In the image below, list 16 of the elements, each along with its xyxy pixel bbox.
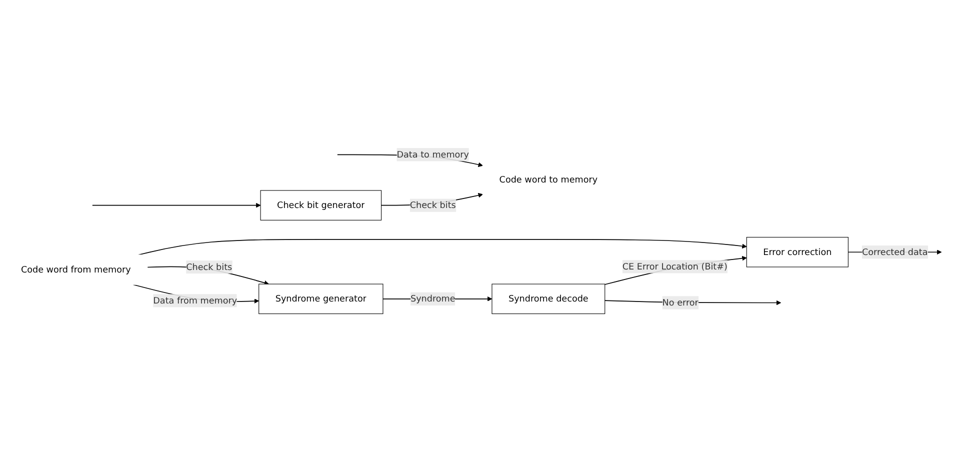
edge-label: CE Error Location (Bit#) [622,262,728,272]
edge-label: Corrected data [862,247,928,258]
node-box: Error correction [746,237,848,268]
edge-label: Data from memory [153,296,238,306]
node-text: Code word from memory [20,264,131,276]
edge-label: Syndrome [410,294,456,304]
edge-label: Data to memory [396,150,470,160]
node-box: Syndrome decode [492,284,606,314]
node-box: Syndrome generator [258,284,384,314]
arrow [138,239,747,256]
arrow [92,203,261,208]
edge-label: No error [662,298,698,308]
node-text: Code word to memory [499,174,598,186]
edge-label: Check bits [186,262,232,272]
node-box: Check bit generator [260,190,382,221]
edge-label: Check bits [410,200,456,211]
